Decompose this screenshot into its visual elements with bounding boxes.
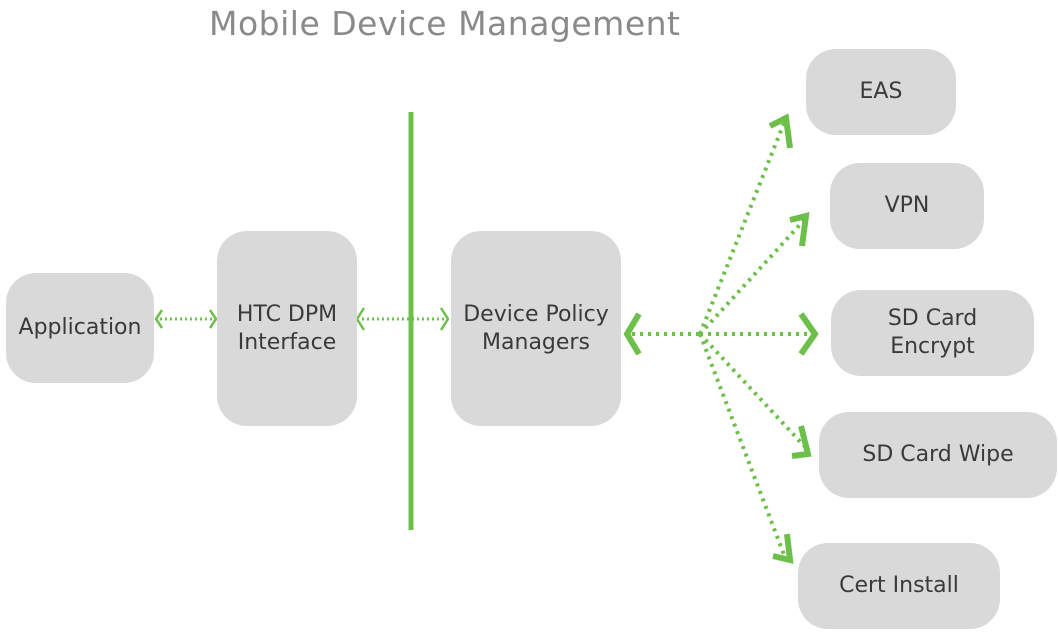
htc-dpm-interface-label: HTC DPM Interface (236, 301, 338, 355)
htc-dpm-connector (355, 307, 450, 331)
eas-label: EAS (859, 79, 903, 104)
device-policy-managers-node: Device Policy Managers (451, 231, 621, 426)
vpn-node: VPN (830, 163, 984, 249)
sd-card-wipe-node: SD Card Wipe (819, 412, 1057, 498)
eas-node: EAS (806, 49, 956, 135)
cert-install-node: Cert Install (798, 543, 1000, 629)
diagram-title: Mobile Device Management (209, 4, 681, 43)
cert-install-label: Cert Install (839, 573, 959, 598)
sd-card-wipe-label: SD Card Wipe (862, 442, 1014, 467)
application-label: Application (18, 315, 142, 340)
device-policy-managers-label: Device Policy Managers (463, 301, 609, 355)
sd-card-encrypt-node: SD Card Encrypt (831, 290, 1034, 376)
application-node: Application (6, 273, 154, 383)
sd-card-encrypt-label: SD Card Encrypt (887, 306, 978, 359)
dpm-fanout-connectors (623, 113, 819, 564)
htc-dpm-interface-node: HTC DPM Interface (217, 231, 357, 426)
app-htc-connector (154, 309, 218, 329)
vpn-label: VPN (884, 193, 930, 218)
